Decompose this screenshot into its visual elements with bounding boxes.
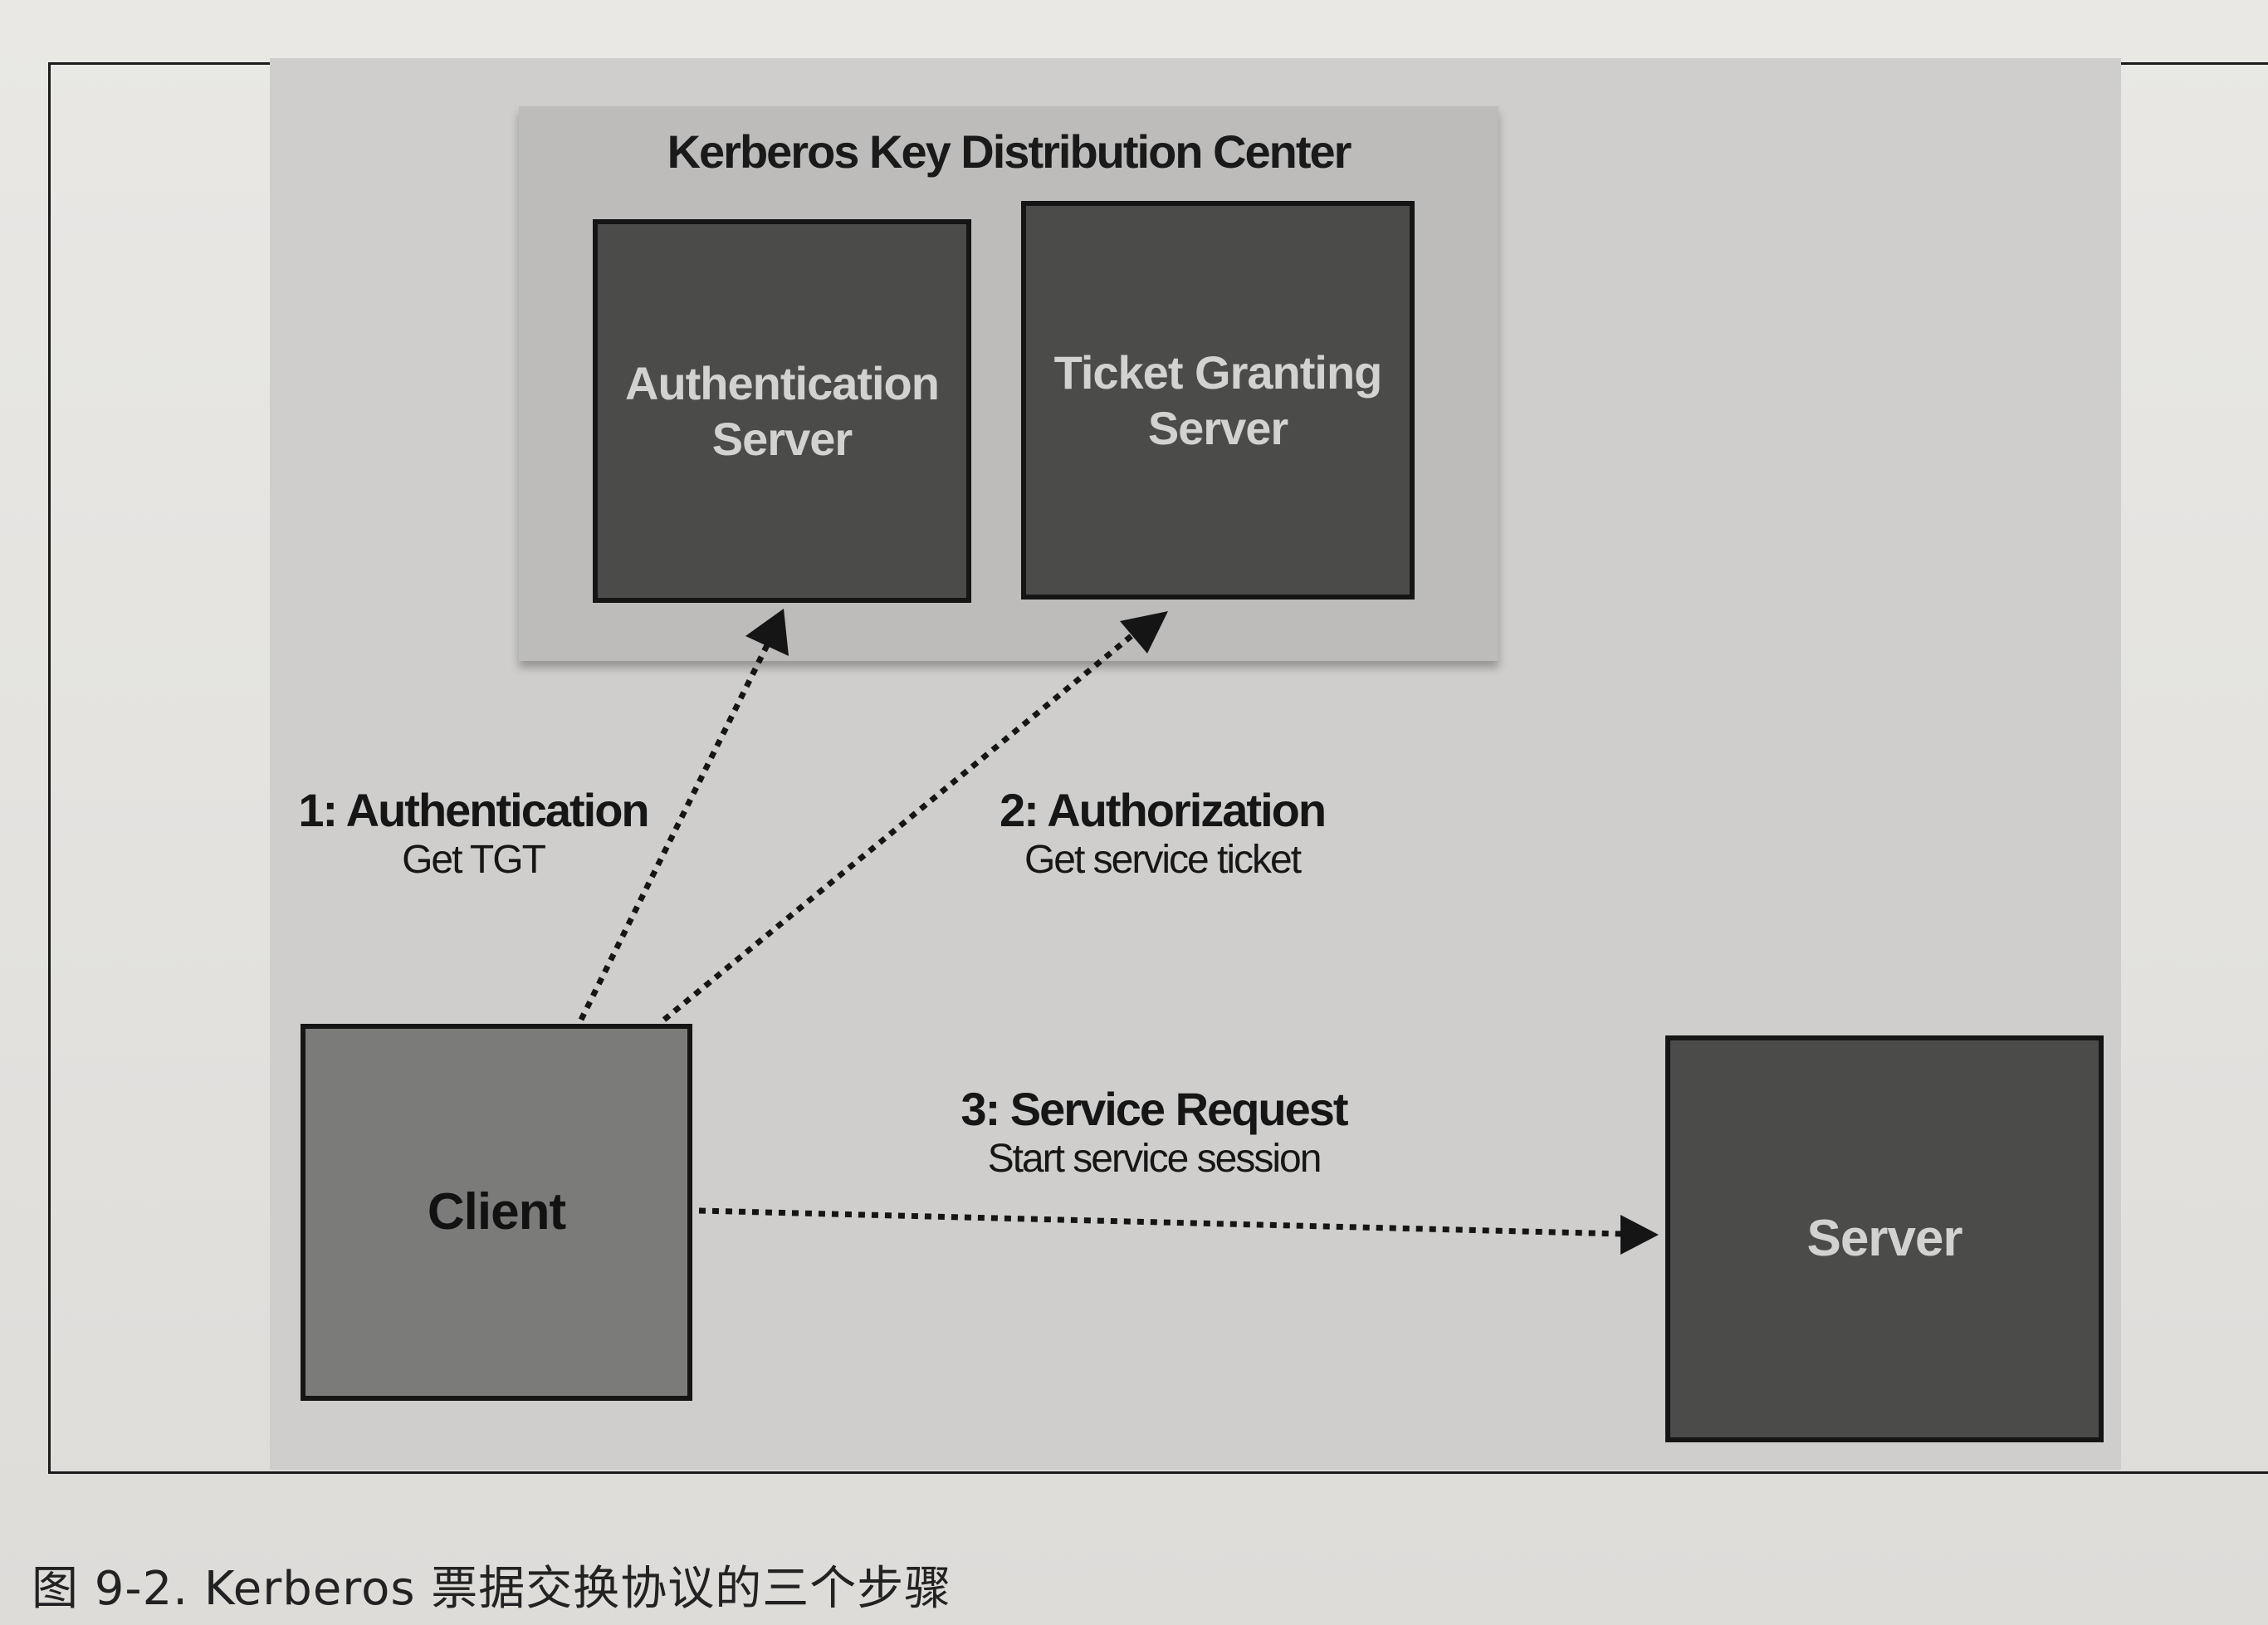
step2-subtitle: Get service ticket [1024, 837, 1302, 882]
server-label: Server [1806, 1209, 1963, 1267]
step1-label: 1: Authentication Get TGT [274, 785, 672, 883]
authentication-server-label: Authentication Server [625, 356, 940, 465]
figure-caption: 图 9-2. Kerberos 票据交换协议的三个步骤 [32, 1562, 952, 1616]
arrow-authorization [662, 629, 1140, 1022]
step3-subtitle: Start service session [987, 1136, 1322, 1181]
arrow-authentication-head [745, 609, 789, 656]
server-box: Server [1665, 1035, 2104, 1442]
arrow-service-request-head [1620, 1215, 1659, 1255]
client-label: Client [427, 1182, 566, 1241]
ticket-granting-server-label: Ticket Granting Server [1053, 345, 1383, 454]
step1-subtitle: Get TGT [402, 837, 546, 882]
authentication-server-box: Authentication Server [593, 219, 971, 603]
step3-label: 3: Service Request Start service session [930, 1084, 1378, 1182]
client-box: Client [301, 1024, 692, 1401]
ticket-granting-server-box: Ticket Granting Server [1021, 201, 1415, 600]
step3-title: 3: Service Request [960, 1083, 1348, 1135]
arrow-service-request [698, 1207, 1624, 1237]
arrow-authentication [578, 634, 775, 1021]
step2-label: 2: Authorization Get service ticket [955, 785, 1370, 883]
step2-title: 2: Authorization [999, 784, 1327, 836]
step1-title: 1: Authentication [298, 784, 649, 836]
arrow-authorization-head [1120, 611, 1168, 653]
kdc-title: Kerberos Key Distribution Center [667, 125, 1352, 178]
